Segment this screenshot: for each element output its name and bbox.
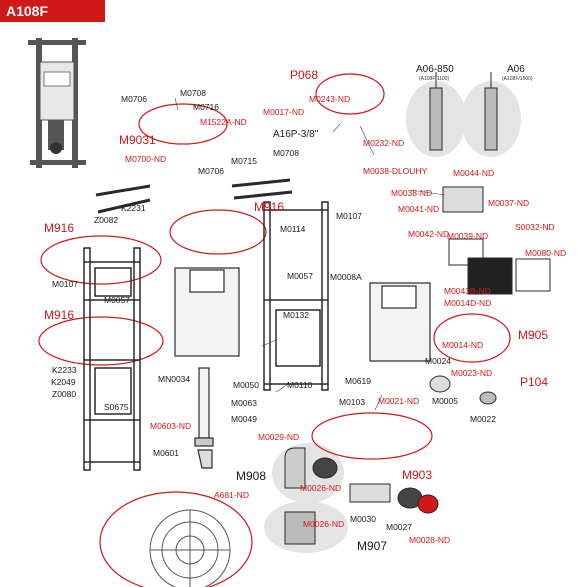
label-A06-850-sub: (A108F/1100): [419, 76, 450, 82]
label-M1522A-ND[interactable]: M1522A-ND: [200, 117, 247, 127]
label-M0029-ND[interactable]: M0029-ND: [258, 432, 300, 442]
label-P104[interactable]: P104: [520, 375, 549, 389]
label-M0619[interactable]: M0619: [345, 376, 371, 386]
label-M916-a[interactable]: M916: [44, 221, 75, 235]
label-A06[interactable]: A06: [507, 64, 525, 75]
top-bars: [95, 178, 293, 214]
label-K2231[interactable]: K2231: [121, 203, 146, 213]
label-S0032-ND[interactable]: S0032-ND: [515, 222, 555, 232]
label-M905[interactable]: M905: [518, 328, 549, 342]
label-Z0082[interactable]: Z0082: [94, 215, 119, 225]
label-M0080-ND[interactable]: M0080-ND: [525, 248, 567, 258]
label-M0037-ND[interactable]: M0037-ND: [488, 198, 530, 208]
label-K2233[interactable]: K2233: [52, 365, 77, 375]
product-thumbnail: [28, 38, 86, 168]
label-M0030[interactable]: M0030: [350, 514, 376, 524]
label-M0027[interactable]: M0027: [386, 522, 412, 532]
label-M9031[interactable]: M9031: [119, 133, 156, 147]
label-MN0034[interactable]: MN0034: [158, 374, 191, 384]
label-M0039-ND[interactable]: M0039-ND: [447, 231, 489, 241]
label-M0715[interactable]: M0715: [231, 156, 257, 166]
label-M0038-DLOUHY[interactable]: M0038-DLOUHY: [363, 166, 428, 176]
label-M0049[interactable]: M0049: [231, 414, 257, 424]
mounting-grid: [149, 509, 231, 587]
label-M0050[interactable]: M0050: [233, 380, 259, 390]
fittings: [284, 375, 497, 545]
label-M0014-ND[interactable]: M0014-ND: [442, 340, 484, 350]
label-M0706-b[interactable]: M0706: [198, 166, 224, 176]
label-M0044-ND[interactable]: M0044-ND: [453, 168, 495, 178]
label-M0014D-ND[interactable]: M0014D-ND: [444, 298, 492, 308]
label-M0107-a[interactable]: M0107: [52, 279, 78, 289]
valves: [429, 72, 498, 151]
label-M0700-ND[interactable]: M0700-ND: [125, 154, 167, 164]
label-M0021-ND[interactable]: M0021-ND: [378, 396, 420, 406]
label-M0706-a[interactable]: M0706: [121, 94, 147, 104]
label-K2049[interactable]: K2049: [51, 377, 76, 387]
label-M0041-ND[interactable]: M0041-ND: [398, 204, 440, 214]
flush-pipe: [194, 367, 214, 469]
label-A681-ND[interactable]: A681-ND: [214, 490, 249, 500]
label-M0603-ND[interactable]: M0603-ND: [150, 421, 192, 431]
label-M0057-b[interactable]: M0057: [287, 271, 313, 281]
label-M0243-ND[interactable]: M0243-ND: [309, 94, 351, 104]
label-M0043B-ND[interactable]: M0043B-ND: [444, 286, 491, 296]
flush-plates: [442, 186, 551, 295]
label-M0008A[interactable]: M0008A: [330, 272, 362, 282]
label-M0708-b[interactable]: M0708: [273, 148, 299, 158]
label-A06-sub: (A108F/1500): [502, 76, 533, 82]
label-M0114[interactable]: M0114: [280, 224, 306, 234]
label-M0132[interactable]: M0132: [283, 310, 309, 320]
label-M0232-ND[interactable]: M0232-ND: [363, 138, 405, 148]
label-M0026-ND-a[interactable]: M0026-ND: [300, 483, 342, 493]
centre-frame: [263, 201, 329, 391]
label-M0038-ND[interactable]: M0038-ND: [391, 188, 433, 198]
label-M0017-ND[interactable]: M0017-ND: [263, 107, 305, 117]
label-M0716[interactable]: M0716: [193, 102, 219, 112]
label-M908[interactable]: M908: [236, 469, 267, 483]
label-M0107-b[interactable]: M0107: [336, 211, 362, 221]
label-S0675[interactable]: S0675: [104, 402, 129, 412]
label-M916-b[interactable]: M916: [254, 200, 285, 214]
label-M0023-ND[interactable]: M0023-ND: [451, 368, 493, 378]
label-M0028-ND[interactable]: M0028-ND: [409, 535, 451, 545]
title-banner: A108F: [0, 0, 105, 22]
label-M903[interactable]: M903: [402, 468, 433, 482]
leader-lines: [174, 97, 446, 411]
label-M0042-ND[interactable]: M0042-ND: [408, 229, 450, 239]
cisterns: [174, 267, 431, 362]
label-M0103[interactable]: M0103: [339, 397, 365, 407]
label-M0057-a[interactable]: M0057: [104, 295, 130, 305]
label-M0063[interactable]: M0063: [231, 398, 257, 408]
label-A06-850[interactable]: A06-850: [416, 64, 454, 75]
label-M0708-a[interactable]: M0708: [180, 88, 206, 98]
model-title: A108F: [6, 3, 49, 19]
label-M0026-ND-b[interactable]: M0026-ND: [303, 519, 345, 529]
label-M0110[interactable]: M0110: [287, 380, 313, 390]
label-A16P[interactable]: A16P-3/8": [273, 129, 319, 140]
label-M916-c[interactable]: M916: [44, 308, 75, 322]
left-frame: [83, 247, 141, 471]
label-M0022[interactable]: M0022: [470, 414, 496, 424]
label-M0601[interactable]: M0601: [153, 448, 179, 458]
label-M0005[interactable]: M0005: [432, 396, 458, 406]
group-ellipses: [38, 73, 511, 587]
label-Z0080[interactable]: Z0080: [52, 389, 77, 399]
label-M907[interactable]: M907: [357, 539, 388, 553]
label-M0024[interactable]: M0024: [425, 356, 451, 366]
label-P068[interactable]: P068: [290, 68, 319, 82]
